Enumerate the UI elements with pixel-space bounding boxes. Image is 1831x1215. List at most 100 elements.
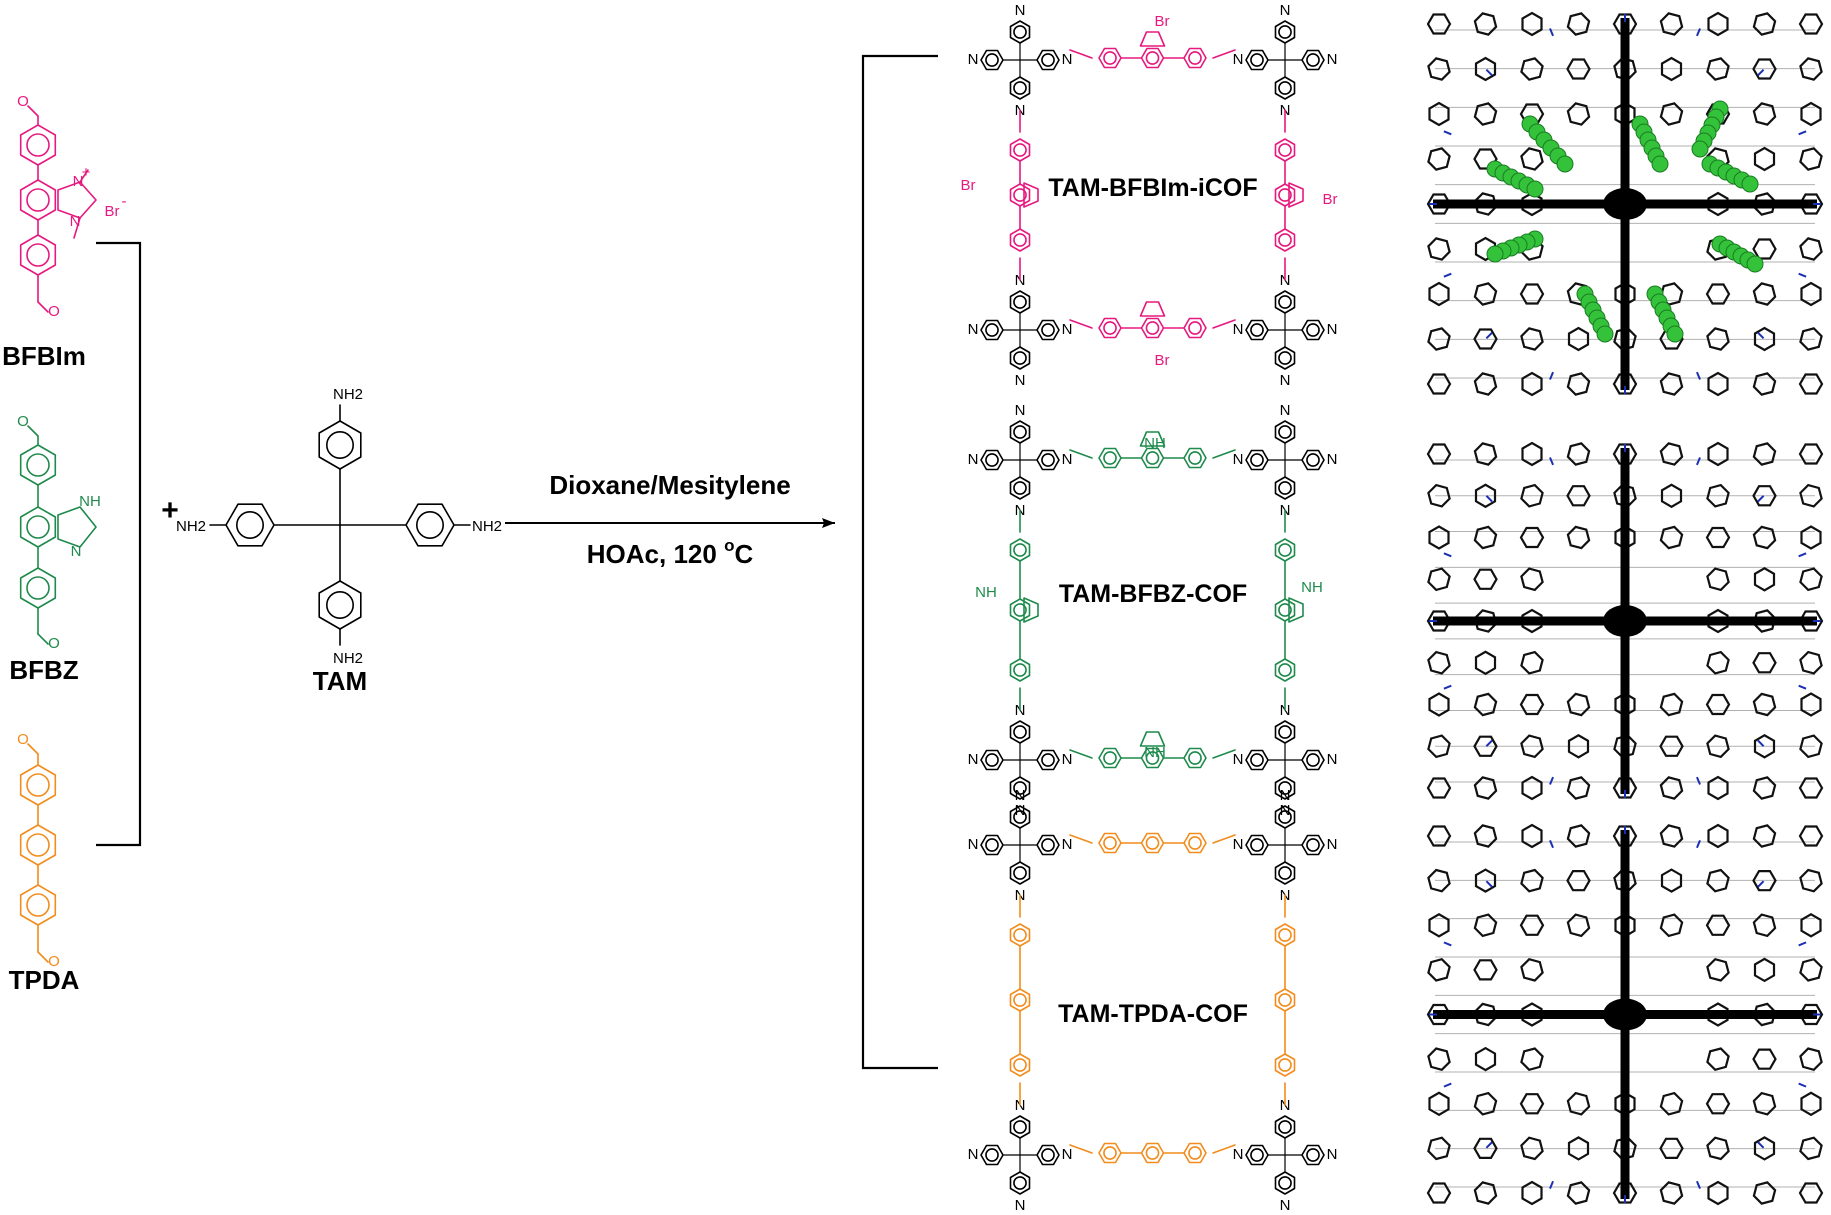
framework-ring <box>1707 1002 1729 1027</box>
benzene-ring <box>1140 47 1165 69</box>
framework-ring <box>1566 372 1591 396</box>
aromatic-circle <box>1278 725 1292 739</box>
framework-ring <box>1474 1046 1497 1072</box>
framework-ring <box>1659 12 1684 36</box>
framework-ring <box>1660 56 1683 82</box>
framework-ring <box>1798 610 1824 632</box>
framework-ring <box>1566 1181 1591 1205</box>
benzene-ring <box>1098 317 1122 339</box>
benzene-ring <box>1183 317 1207 339</box>
benzene-ring <box>1274 183 1296 207</box>
benzene-ring <box>980 319 1004 341</box>
benzene-ring <box>1274 598 1296 622</box>
bfbim-pore-model <box>1426 11 1824 397</box>
framework-ring <box>1566 12 1591 36</box>
benzene-ring <box>1098 447 1122 469</box>
nitrogen-tick <box>1443 130 1452 136</box>
framework-ring <box>1752 824 1777 848</box>
framework-ring <box>1799 147 1823 171</box>
aromatic-circle <box>26 773 50 797</box>
benzene-ring <box>19 824 57 866</box>
node-nitrogen: N <box>1280 787 1291 804</box>
benzene-ring <box>1183 832 1207 854</box>
nitrogen-tick <box>1443 272 1452 278</box>
benzene-ring <box>1009 658 1031 682</box>
framework-ring <box>1428 692 1450 717</box>
benzene-ring <box>1009 805 1031 829</box>
bfbz-pore-model <box>1426 441 1824 801</box>
framework-ring <box>1752 776 1777 800</box>
node-nitrogen: N <box>1062 451 1073 468</box>
framework-ring <box>1427 734 1451 759</box>
framework-ring <box>1566 58 1591 80</box>
framework-ring <box>1567 1136 1590 1161</box>
framework-ring <box>1612 825 1638 847</box>
benzene-ring <box>1009 720 1031 744</box>
temperature-unit: C <box>734 539 753 569</box>
nitrogen-tick <box>1549 457 1554 466</box>
framework-ring <box>1521 608 1543 634</box>
aldehyde-oxygen: O <box>48 303 60 320</box>
framework-ring <box>1427 147 1451 171</box>
aromatic-circle <box>1278 143 1292 157</box>
framework-ring <box>1799 567 1823 592</box>
nitrogen-tick <box>1549 776 1554 785</box>
benzene-ring <box>1245 749 1269 771</box>
benzene-ring <box>19 124 57 166</box>
node-nitrogen: N <box>1062 836 1073 853</box>
framework-ring <box>1799 1047 1823 1072</box>
aromatic-circle <box>1278 351 1292 365</box>
benzene-ring <box>19 234 57 276</box>
benzene-ring <box>1009 228 1031 252</box>
framework-ring <box>1426 777 1452 799</box>
framework-ring <box>1426 1182 1452 1204</box>
framework-ring <box>1798 1003 1824 1026</box>
framework-ring <box>1800 913 1822 938</box>
benzene-ring <box>1274 1053 1296 1077</box>
aromatic-circle <box>985 453 999 467</box>
framework-ring <box>1519 914 1545 936</box>
benzene-ring <box>1009 20 1031 44</box>
framework-ring <box>1659 525 1684 550</box>
aromatic-circle <box>1103 451 1117 465</box>
imidazole-nh: NH <box>79 493 101 510</box>
benzene-ring <box>19 884 57 926</box>
aromatic-circle <box>1306 53 1320 67</box>
aromatic-circle <box>236 510 265 539</box>
benzene-ring <box>1274 1115 1296 1139</box>
nitrogen-tick <box>1549 1180 1554 1190</box>
framework-ring <box>1426 443 1452 465</box>
framework-ring <box>1521 823 1543 849</box>
aldehyde-oxygen: O <box>17 413 29 430</box>
framework-ring <box>1519 1093 1545 1115</box>
framework-ring <box>1520 650 1544 675</box>
benzene-ring <box>1183 1142 1207 1164</box>
framework-ring <box>1567 734 1590 759</box>
framework-ring <box>1428 913 1450 938</box>
nitrogen-tick <box>1549 839 1554 849</box>
framework-ring <box>1659 913 1684 938</box>
framework-ring <box>1519 526 1545 549</box>
framework-ring <box>1520 57 1544 81</box>
aldehyde-bond <box>37 301 49 313</box>
framework-ring <box>1753 734 1776 759</box>
framework-ring <box>1799 957 1823 982</box>
framework-ring <box>1427 1047 1451 1072</box>
aromatic-circle <box>1278 1120 1292 1134</box>
imidazole-nh: NH <box>975 584 997 601</box>
benzene-ring <box>1098 832 1122 854</box>
aromatic-circle <box>1188 751 1202 765</box>
nitrogen-tick <box>1696 457 1701 466</box>
tpda-label: TPDA <box>9 965 80 995</box>
aromatic-circle <box>26 453 50 477</box>
aromatic-circle <box>1250 1148 1264 1162</box>
framework-ring <box>1659 102 1684 126</box>
framework-ring <box>1520 1047 1544 1072</box>
aromatic-circle <box>985 838 999 852</box>
framework-ring <box>1426 825 1452 847</box>
framework-ring <box>1707 371 1729 397</box>
aromatic-circle <box>1145 451 1160 465</box>
conditions-temp-value: HOAc, 120 <box>587 539 724 569</box>
benzene-ring <box>1009 138 1031 162</box>
